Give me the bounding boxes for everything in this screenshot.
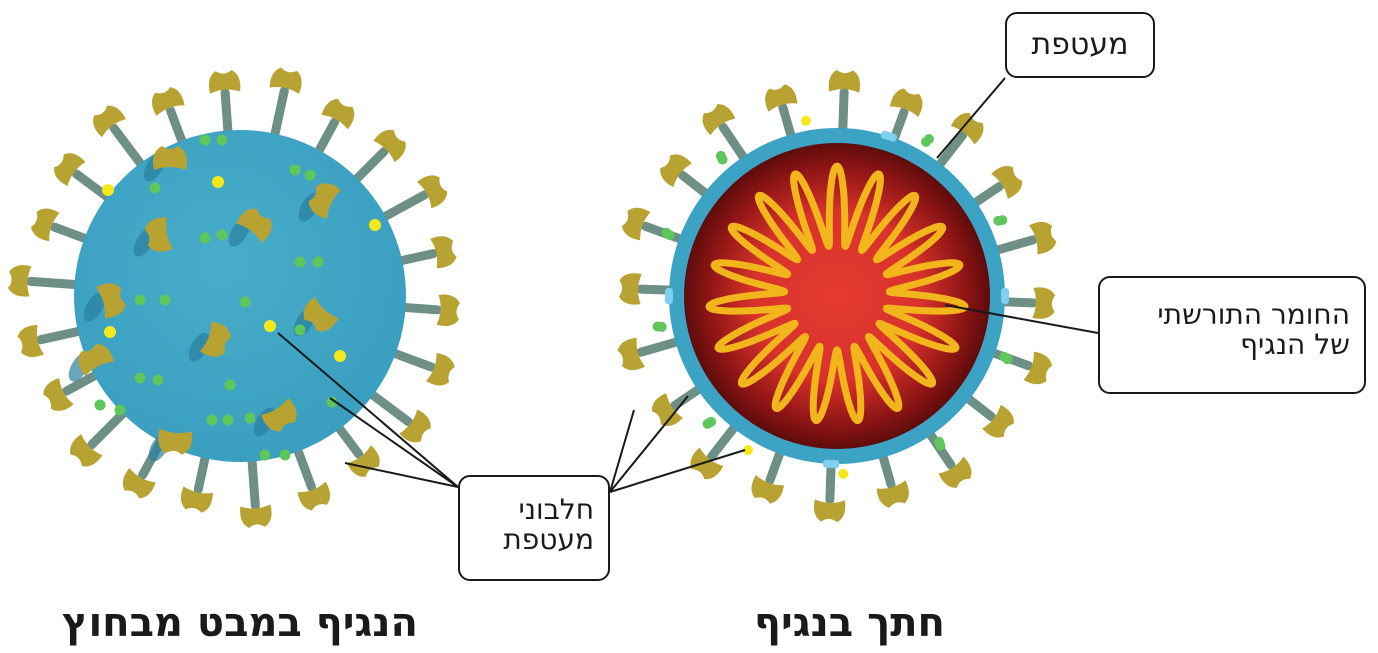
spike-1 <box>390 352 457 390</box>
membrane-protein-6 <box>661 228 674 240</box>
protein-green-dot <box>290 165 301 176</box>
protein-green-dot <box>260 450 271 461</box>
membrane-protein-8 <box>801 116 811 126</box>
membrane-protein-2 <box>999 352 1012 364</box>
spike-20 <box>380 171 451 219</box>
protein-green-dot <box>280 450 291 461</box>
protein-yellow-dot <box>369 219 381 231</box>
protein-yellow-dot <box>102 184 114 196</box>
protein-yellow-dot <box>334 350 346 362</box>
spike-13 <box>49 148 111 200</box>
label-proteins-line1: חלבוני <box>474 495 594 525</box>
protein-green-dot <box>135 373 146 384</box>
spike-14 <box>88 101 144 168</box>
protein-green-dot <box>223 415 234 426</box>
protein-green-dot <box>295 257 306 268</box>
spike-4 <box>296 446 334 513</box>
label-genetic-line2: של הנגיף <box>1114 330 1350 360</box>
spike-19 <box>353 125 411 183</box>
membrane-protein-4 <box>703 417 717 429</box>
membrane-protein-9 <box>838 469 848 479</box>
title-outside-view: הנגיף במבט מבחוץ <box>38 600 418 646</box>
label-envelope-text: מעטפת <box>1021 20 1139 70</box>
membrane-protein-0 <box>921 134 934 147</box>
protein-yellow-dot <box>104 326 116 338</box>
protein-green-dot <box>115 405 126 416</box>
protein-green-dot <box>245 413 256 424</box>
spike-9 <box>40 373 100 416</box>
spike-0 <box>400 294 461 327</box>
virus-cross-section <box>615 70 1058 523</box>
protein-green-dot <box>225 380 236 391</box>
spike-16 <box>208 69 241 136</box>
spike-21 <box>396 234 458 269</box>
protein-green-dot <box>305 170 316 181</box>
protein-green-dot <box>135 295 146 306</box>
protein-yellow-dot <box>264 320 276 332</box>
label-envelope: מעטפת <box>1005 12 1155 78</box>
spike-5 <box>240 456 273 529</box>
spike-8 <box>65 409 127 471</box>
label-envelope-proteins: חלבוני מעטפת <box>458 475 610 581</box>
protein-green-dot <box>95 400 106 411</box>
label-genetic-material: החומר התורשתי של הנגיף <box>1098 276 1366 394</box>
protein-green-dot <box>240 297 251 308</box>
spike-3 <box>336 424 385 481</box>
protein-green-dot <box>217 230 228 241</box>
protein-green-dot <box>200 135 211 146</box>
protein-green-dot <box>153 375 164 386</box>
protein-green-dot <box>313 257 324 268</box>
membrane-protein-7 <box>716 151 728 165</box>
virus-outside-view <box>7 66 460 529</box>
spike-15 <box>148 84 185 146</box>
title-cross-section: חתך בנגיף <box>735 600 945 646</box>
protein-yellow-dot <box>212 176 224 188</box>
spike-6 <box>178 452 213 514</box>
membrane-protein-5 <box>653 321 667 331</box>
membrane-protein-12 <box>1001 288 1009 304</box>
protein-green-dot <box>217 135 228 146</box>
protein-green-dot <box>207 415 218 426</box>
spike-11 <box>7 264 80 297</box>
protein-green-dot <box>295 325 306 336</box>
membrane-protein-1 <box>993 215 1007 226</box>
spike-10 <box>16 324 84 359</box>
membrane-protein-13 <box>823 460 839 469</box>
spike-12 <box>28 205 90 242</box>
protein-green-dot <box>200 233 211 244</box>
label-proteins-line2: מעטפת <box>474 525 594 555</box>
spike-18 <box>316 95 358 155</box>
protein-green-dot <box>150 183 161 194</box>
spike-17 <box>269 66 304 140</box>
protein-green-dot <box>160 295 171 306</box>
membrane-protein-14 <box>665 288 673 304</box>
label-genetic-line1: החומר התורשתי <box>1114 300 1350 330</box>
